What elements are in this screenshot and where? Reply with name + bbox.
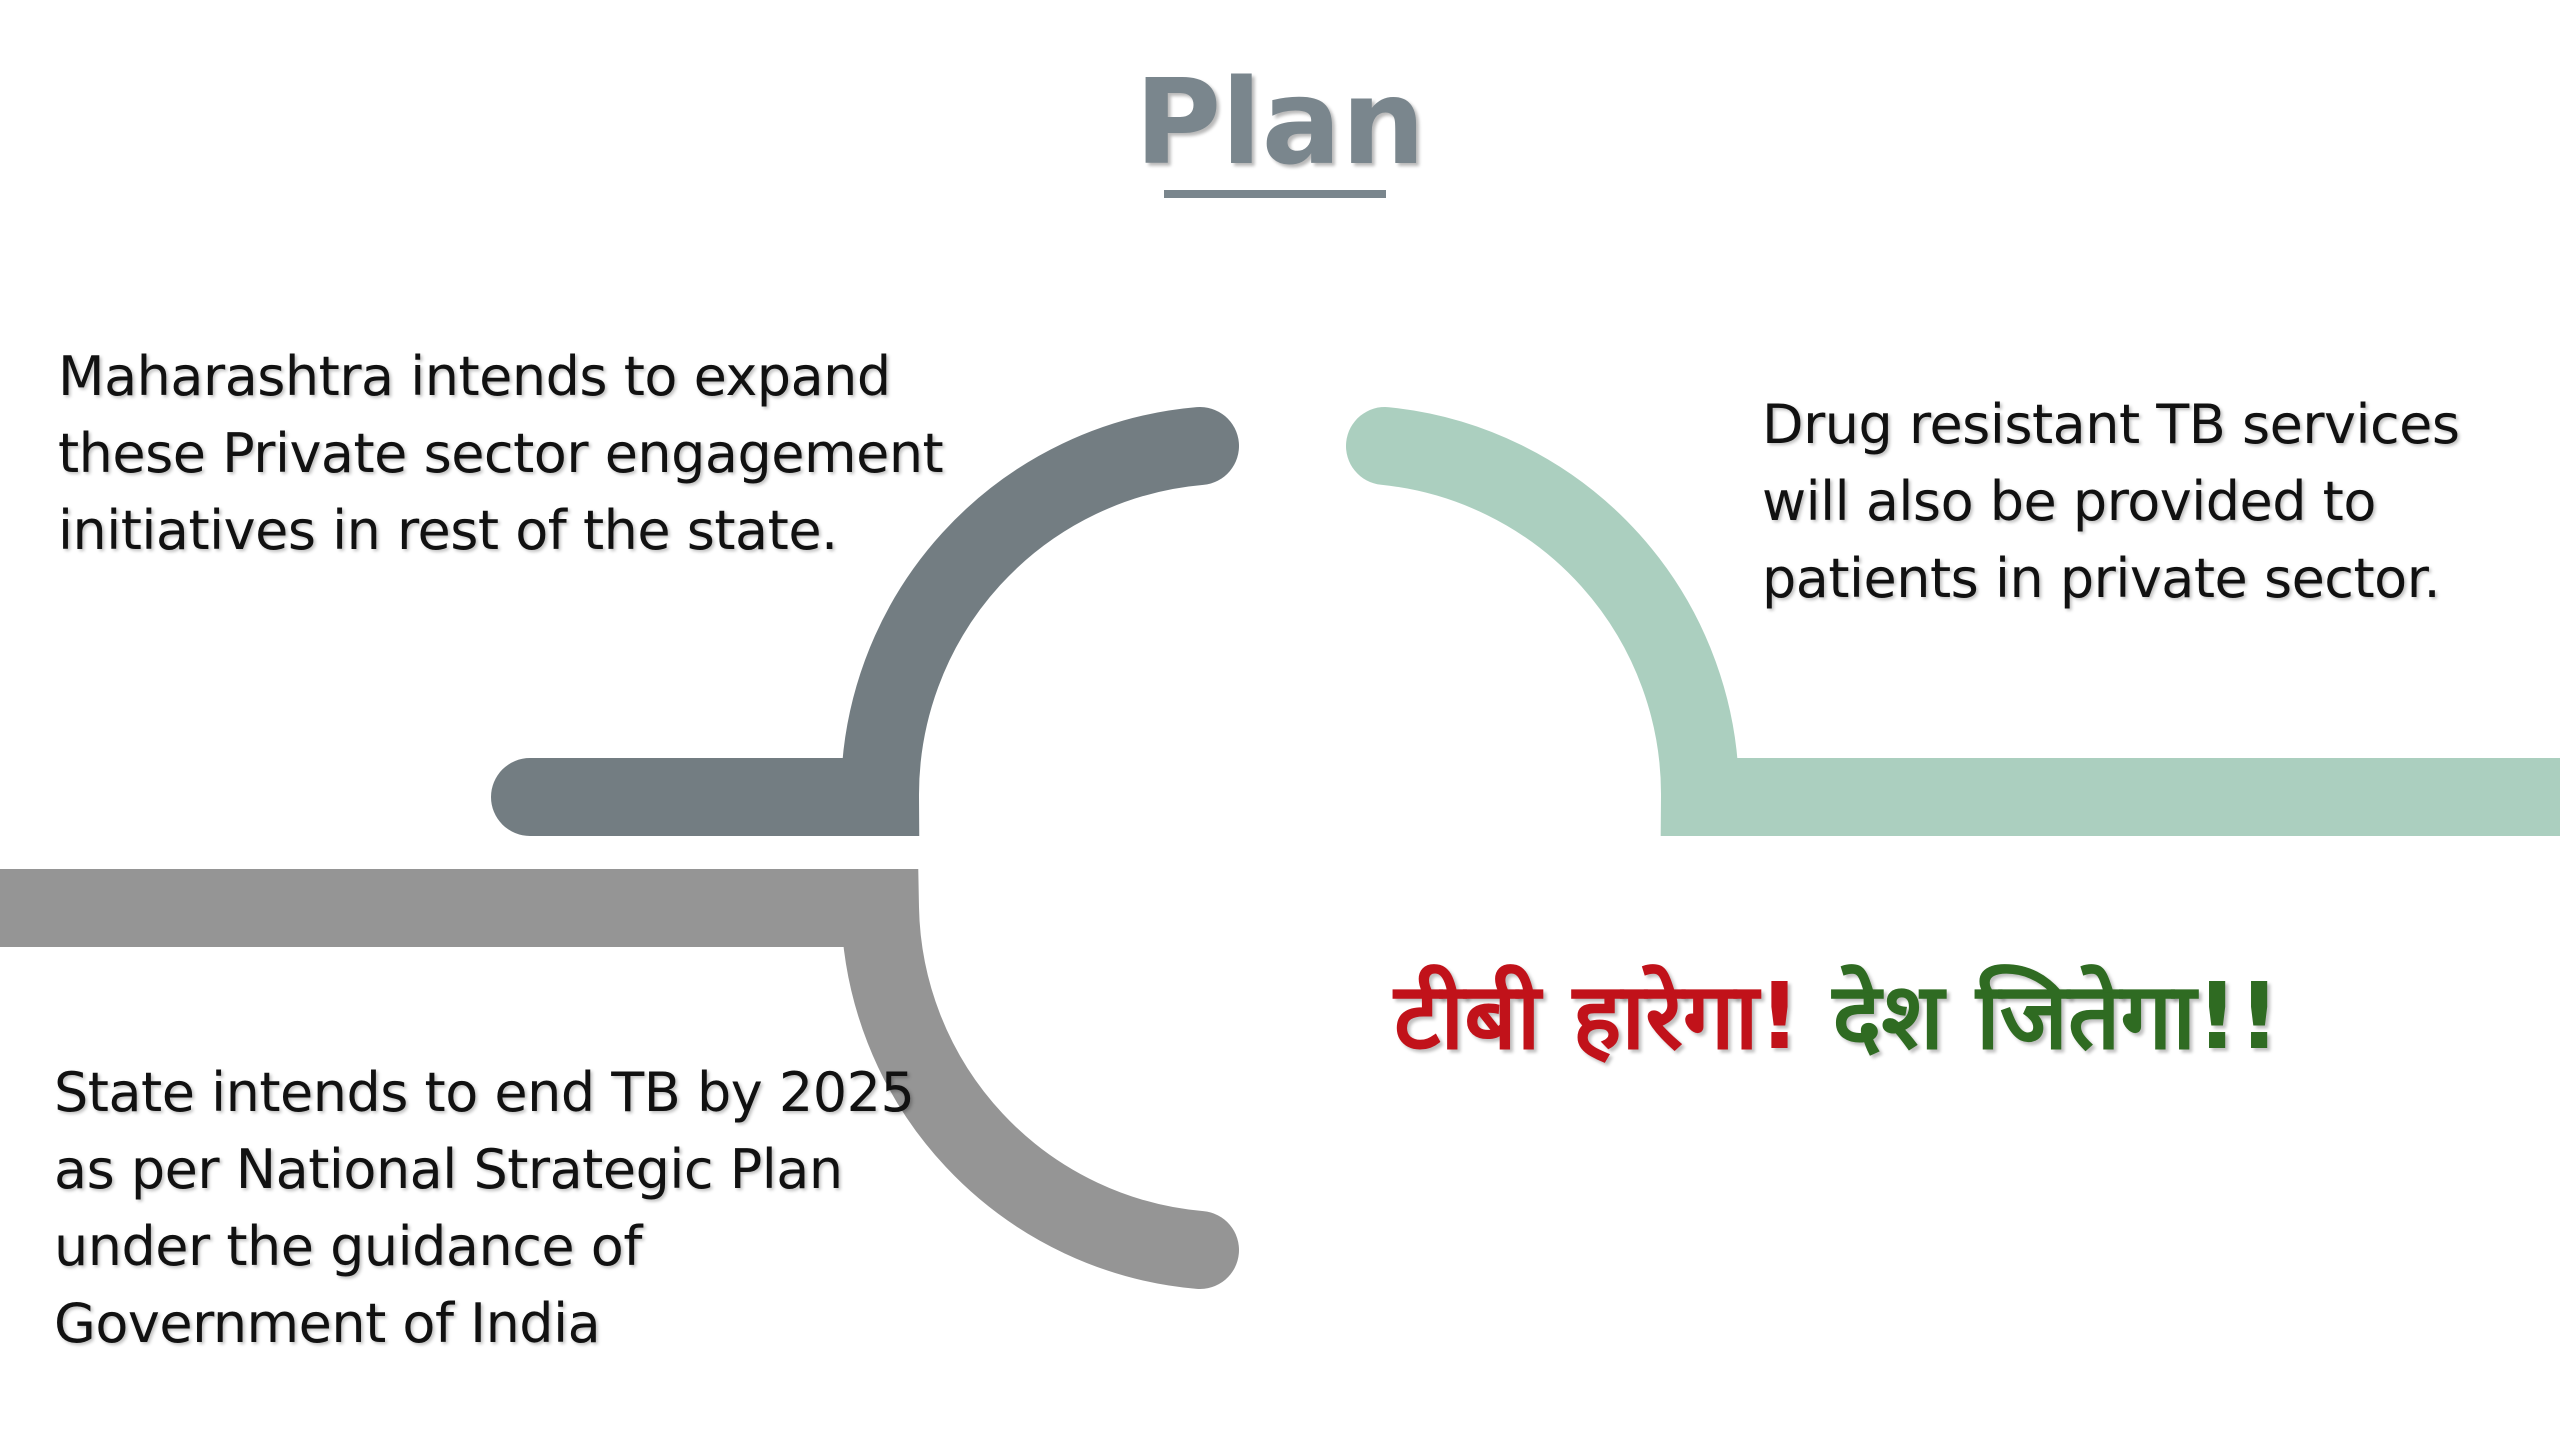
slogan-tb-will-lose: टीबी हारेगा!: [1394, 963, 1801, 1070]
arc-dark-gray: [491, 407, 1239, 836]
text-drug-resistant-tb: Drug resistant TB services will also be …: [1762, 393, 2460, 610]
arc-mint-green: [1346, 407, 2560, 836]
title-underline: [1164, 190, 1386, 198]
text-end-tb-2025: State intends to end TB by 2025 as per N…: [54, 1061, 915, 1355]
slogan: टीबी हारेगा! देश जितेगा!!: [1394, 962, 2544, 1072]
slogan-country-will-win: देश जितेगा!!: [1800, 963, 2281, 1070]
text-expand-private-sector: Maharashtra intends to expand these Priv…: [58, 345, 944, 562]
arc-light-gray: [0, 869, 1239, 1289]
page-title: Plan: [1134, 53, 1426, 191]
gap-mask: [960, 834, 1600, 870]
